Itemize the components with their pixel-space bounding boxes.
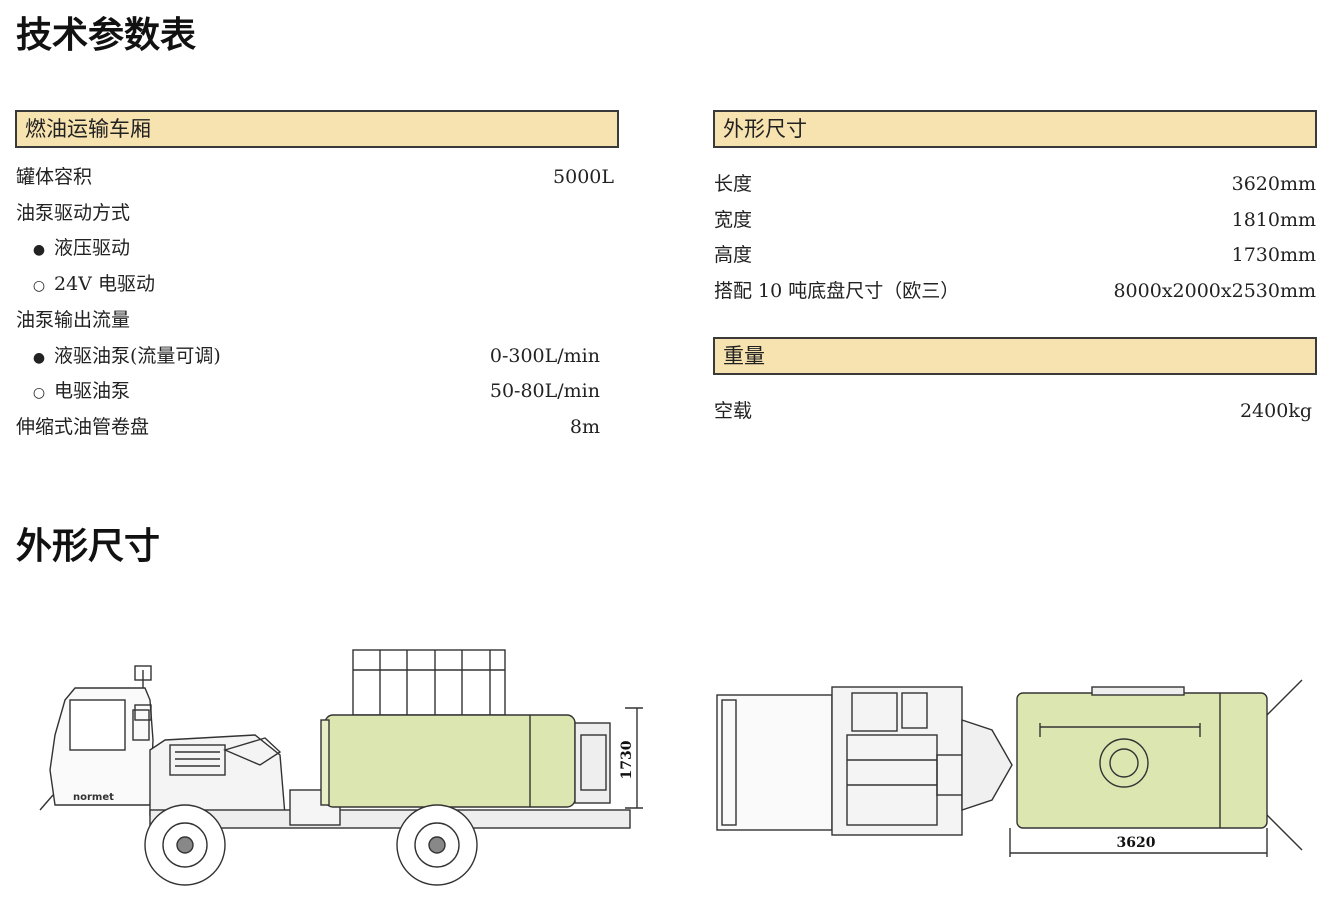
spec-row: 长度 3620mm bbox=[714, 169, 1316, 199]
spec-label-text: 油泵驱动方式 bbox=[16, 201, 131, 224]
spec-value: 50-80L/min bbox=[489, 380, 600, 403]
brand-logo: normet bbox=[73, 792, 114, 803]
spec-label: 空载 bbox=[714, 396, 752, 426]
spec-label: 罐体容积 bbox=[16, 162, 92, 192]
spec-row: ● 液压驱动 bbox=[16, 233, 614, 263]
spec-label: 油泵驱动方式 bbox=[16, 198, 130, 228]
page-title: 技术参数表 bbox=[16, 15, 197, 56]
spec-sub-label: ○ 电驱油泵 bbox=[28, 376, 130, 408]
spec-value: 5000L bbox=[553, 166, 614, 188]
spec-row: 油泵输出流量 bbox=[16, 305, 614, 335]
fuel-tank-section-header: 燃油运输车厢 bbox=[15, 110, 619, 148]
spec-value: 3620mm bbox=[1231, 173, 1316, 195]
spec-value: 2400kg bbox=[1239, 400, 1312, 422]
spec-row: ○ 24V 电驱动 bbox=[16, 269, 614, 299]
top-view-drawing: 3620 bbox=[716, 679, 1303, 857]
spec-row: 油泵驱动方式 bbox=[16, 198, 614, 228]
hollow-bullet-icon: ○ bbox=[32, 385, 46, 402]
spec-value: 1730mm bbox=[1231, 244, 1316, 267]
spec-label-text: 24V 电驱动 bbox=[54, 273, 155, 296]
spec-row: 罐体容积 5000L bbox=[16, 162, 614, 192]
spec-row: ○ 电驱油泵 50-80L/min bbox=[16, 376, 614, 406]
spec-row: 宽度 1810mm bbox=[714, 205, 1316, 235]
spec-label-text: 液压驱动 bbox=[54, 237, 131, 260]
spec-row: 高度 1730mm bbox=[714, 240, 1316, 270]
spec-label-text: 油泵输出流量 bbox=[16, 308, 131, 331]
length-dimension-label: 3620 bbox=[1117, 835, 1156, 851]
spec-label-text: 电驱油泵 bbox=[54, 380, 131, 403]
spec-label-text: 宽度 bbox=[714, 208, 753, 231]
spec-value: 8000x2000x2530mm bbox=[1113, 280, 1316, 303]
spec-label-text: 搭配 10 吨底盘尺寸（欧三） bbox=[714, 280, 960, 303]
filled-bullet-icon: ● bbox=[32, 349, 46, 366]
spec-label: 高度 bbox=[714, 240, 752, 270]
spec-sub-label: ● 液驱油泵(流量可调) bbox=[28, 341, 221, 373]
spec-label: 伸缩式油管卷盘 bbox=[16, 412, 149, 442]
spec-label: 长度 bbox=[714, 169, 752, 199]
spec-value: 0-300L/min bbox=[489, 344, 600, 367]
spec-label-text: 液驱油泵(流量可调) bbox=[54, 344, 221, 367]
spec-row: 搭配 10 吨底盘尺寸（欧三） 8000x2000x2530mm bbox=[714, 276, 1316, 306]
spec-label-text: 高度 bbox=[714, 244, 753, 267]
spec-sub-label: ○ 24V 电驱动 bbox=[28, 269, 155, 301]
spec-value: 8m bbox=[569, 415, 600, 438]
spec-label: 油泵输出流量 bbox=[16, 305, 130, 335]
spec-row: ● 液驱油泵(流量可调) 0-300L/min bbox=[16, 341, 614, 371]
spec-label-text: 伸缩式油管卷盘 bbox=[16, 415, 150, 438]
hollow-bullet-icon: ○ bbox=[32, 278, 46, 295]
filled-bullet-icon: ● bbox=[32, 242, 46, 259]
spec-sub-label: ● 液压驱动 bbox=[28, 233, 130, 265]
height-dimension-label: 1730 bbox=[619, 740, 635, 779]
side-view-drawing: normet 1730 bbox=[39, 649, 643, 886]
spec-label-text: 罐体容积 bbox=[16, 166, 93, 188]
spec-label-text: 空载 bbox=[714, 400, 753, 422]
spec-row: 伸缩式油管卷盘 8m bbox=[16, 412, 614, 442]
spec-row: 空载 2400kg bbox=[714, 396, 1312, 426]
spec-label: 宽度 bbox=[714, 205, 752, 235]
dimensions-title: 外形尺寸 bbox=[16, 526, 161, 567]
weight-section-header: 重量 bbox=[713, 337, 1317, 375]
spec-label: 搭配 10 吨底盘尺寸（欧三） bbox=[714, 276, 959, 306]
spec-label-text: 长度 bbox=[714, 173, 753, 195]
dimensions-section-header: 外形尺寸 bbox=[713, 110, 1317, 148]
spec-value: 1810mm bbox=[1231, 208, 1316, 231]
